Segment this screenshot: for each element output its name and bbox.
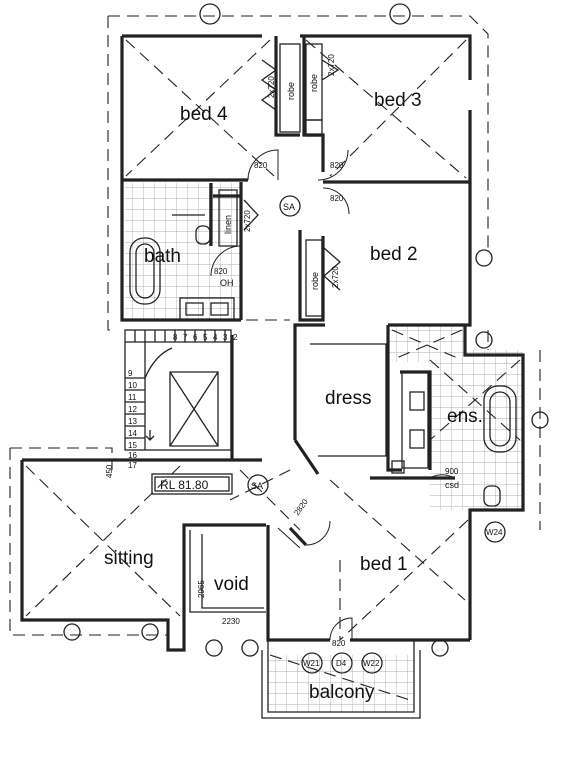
tiled-areas	[125, 183, 523, 712]
robe-label-a: robe	[286, 82, 296, 100]
dim-820-bed1: 820	[332, 639, 346, 648]
bath-label: bath	[144, 246, 181, 267]
dim-820-bath: 820	[214, 267, 228, 276]
sitting-label: sitting	[104, 548, 154, 569]
dim-2820: 2820	[292, 497, 310, 517]
tag-w21: W21	[303, 659, 320, 668]
dim-820-bed2: 820	[330, 194, 344, 203]
csd-label: csd	[445, 480, 459, 490]
dim-2230: 2230	[222, 617, 240, 626]
smoke-alarm-top: SA	[283, 202, 295, 212]
stair-num: 17	[128, 461, 137, 470]
room-labels: bed 4 bed 3 bed 2 bed 1 bath dress ens. …	[104, 90, 483, 703]
balcony-label: balcony	[309, 682, 375, 703]
stair-num: 15	[128, 441, 137, 450]
stair-numbers: 8 7 6 5 4 3 2 9 10 11 12 13 14 15 16 17	[128, 333, 238, 470]
stair-num: 13	[128, 417, 137, 426]
tag-d4: D4	[336, 659, 347, 668]
bed2-label: bed 2	[370, 244, 418, 265]
dim-900: 900	[445, 467, 459, 476]
dim-2965: 2965	[197, 580, 206, 598]
dim-820-bed3: 820	[330, 161, 344, 170]
void-label: void	[214, 574, 249, 595]
dress-label: dress	[325, 388, 371, 409]
stair-num: 14	[128, 429, 137, 438]
smoke-alarm-mid: SA	[251, 481, 263, 491]
stair-num: 16	[128, 451, 137, 460]
robe-label-c: robe	[310, 272, 320, 290]
ens-label: ens.	[447, 406, 483, 427]
stair-num: 4	[213, 333, 218, 342]
stair-num: 10	[128, 381, 137, 390]
stair-num: 6	[193, 333, 198, 342]
bed4-label: bed 4	[180, 104, 228, 125]
tag-w22: W22	[363, 659, 380, 668]
bed3-label: bed 3	[374, 90, 422, 111]
stair-num: 8	[173, 333, 178, 342]
fixture-labels: robe robe robe linen OH csd	[220, 74, 459, 490]
ceiling-lines	[25, 39, 521, 701]
rl-level: RL 81.80	[160, 478, 209, 492]
bed1-label: bed 1	[360, 554, 408, 575]
oh-label: OH	[220, 278, 234, 288]
fixtures	[129, 43, 517, 613]
stair-num: 3	[223, 333, 228, 342]
stair-num: 12	[128, 405, 137, 414]
dim-820-bed4: 820	[254, 161, 268, 170]
dim-450: 450	[105, 464, 114, 478]
tag-w24: W24	[486, 528, 503, 537]
dim-2x720-a: 2x720	[267, 76, 276, 98]
doors	[210, 59, 455, 641]
stair-num: 11	[128, 393, 137, 402]
dim-2x720-c: 2x720	[243, 210, 252, 232]
stair-num: 2	[233, 333, 238, 342]
robe-label-b: robe	[309, 74, 319, 92]
staircase	[124, 329, 232, 451]
dim-2x720-b: 2x720	[327, 54, 336, 76]
site-outline	[9, 15, 541, 636]
stair-num: 7	[183, 333, 188, 342]
dim-2x720-d: 2x720	[331, 266, 340, 288]
tags: SA SA RL 81.80 W21 D4 W22 W24	[63, 3, 549, 674]
stair-num: 9	[128, 369, 133, 378]
linen-label: linen	[223, 215, 233, 234]
stair-num: 5	[203, 333, 208, 342]
